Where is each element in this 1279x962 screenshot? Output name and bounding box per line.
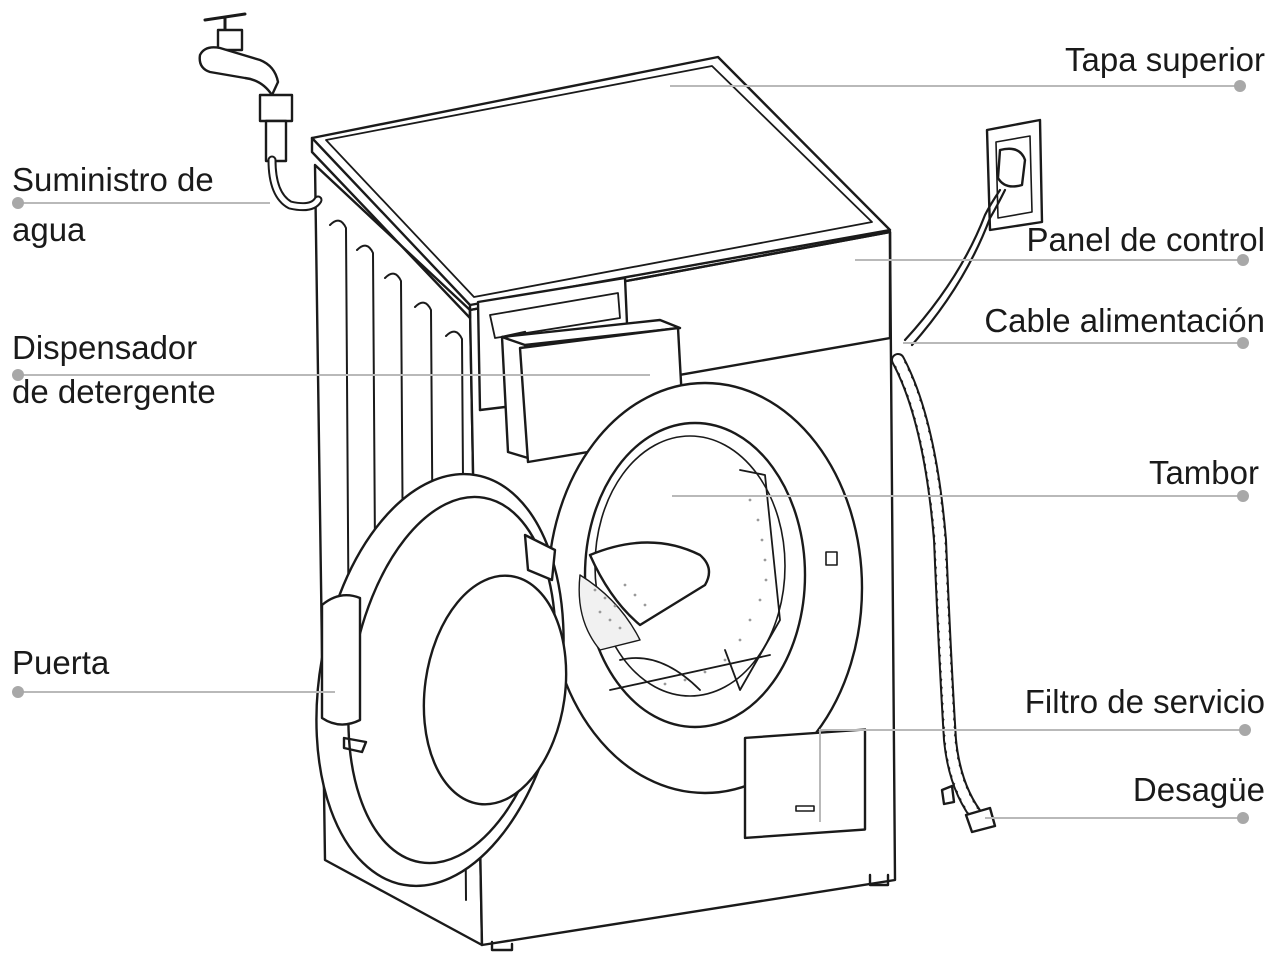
dot-cable-alimentacion	[1237, 337, 1249, 349]
dot-panel-control	[1237, 254, 1249, 266]
label-cable-alimentacion: Cable alimentación	[984, 302, 1265, 339]
service-filter-cover	[743, 728, 867, 840]
label-suministro-line2: agua	[12, 211, 86, 248]
control-panel	[468, 230, 892, 412]
dot-suministro	[12, 197, 24, 209]
label-tapa-superior: Tapa superior	[1065, 41, 1265, 78]
water-tap	[198, 12, 294, 163]
door-glass	[422, 574, 568, 806]
top-panel	[310, 55, 892, 307]
leader-dots	[12, 80, 1251, 824]
label-panel-control: Panel de control	[1026, 221, 1266, 258]
dot-puerta	[12, 686, 24, 698]
power-cable	[903, 188, 1002, 342]
label-desague: Desagüe	[1132, 771, 1265, 808]
dot-filtro-servicio	[1239, 724, 1251, 736]
dot-dispensador	[12, 369, 24, 381]
label-dispensador-line2: de detergente	[12, 373, 216, 410]
label-suministro-line1: Suministro de	[12, 161, 214, 198]
dot-tapa-superior	[1234, 80, 1246, 92]
water-supply-hose	[267, 155, 323, 212]
label-dispensador-line1: Dispensador	[12, 329, 198, 366]
dot-desague	[1237, 812, 1249, 824]
dot-tambor	[1237, 490, 1249, 502]
label-tambor: Tambor	[1148, 454, 1259, 491]
leader-lines	[18, 85, 1245, 822]
label-filtro-servicio: Filtro de servicio	[1024, 683, 1265, 720]
leader-filtro-servicio	[819, 729, 1245, 822]
label-puerta: Puerta	[12, 644, 110, 681]
drum-paddle	[588, 541, 711, 627]
side-ribs	[329, 219, 467, 901]
